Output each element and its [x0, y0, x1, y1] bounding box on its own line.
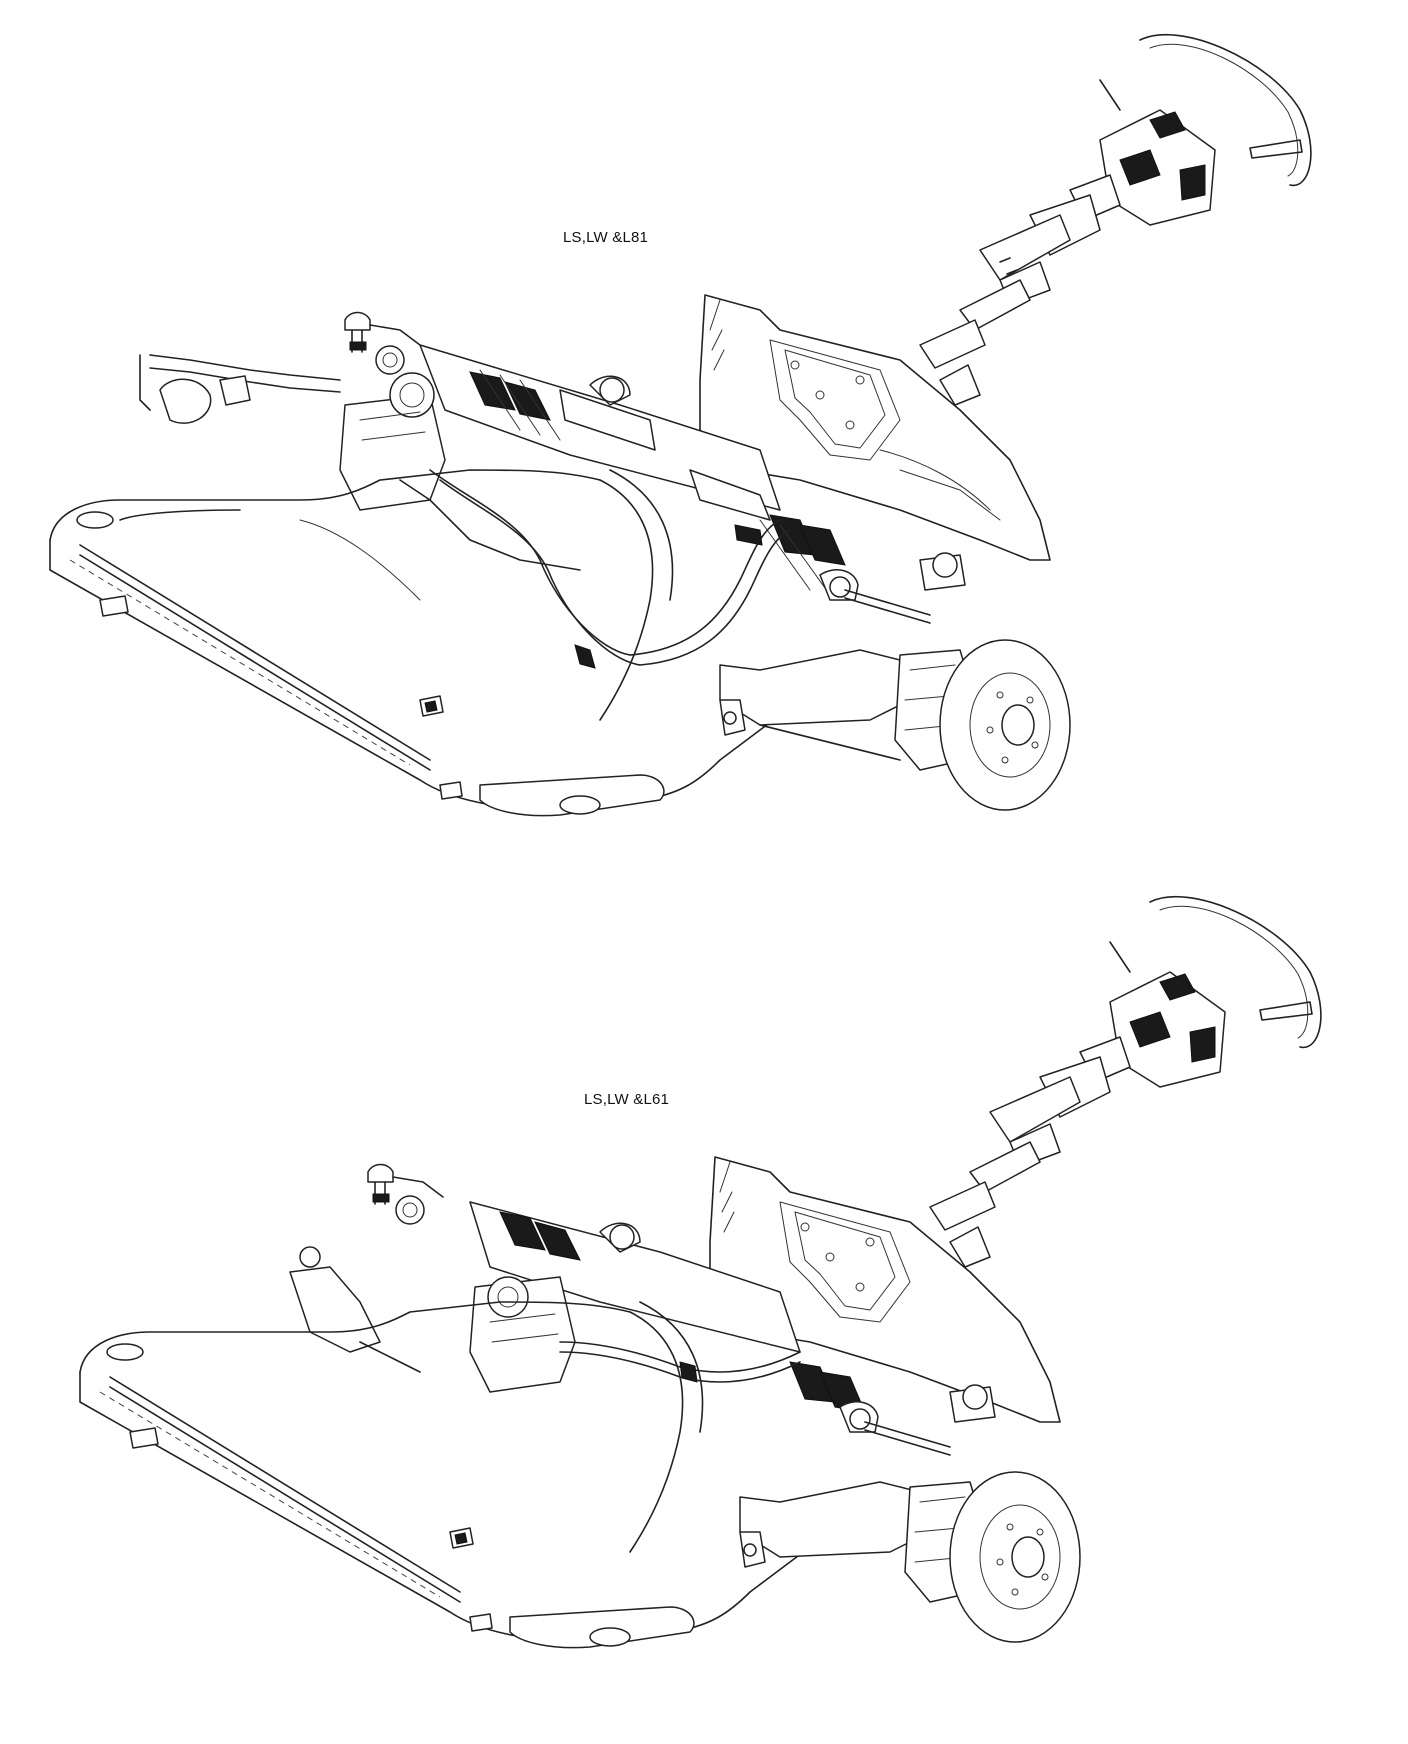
cooler-line	[139, 354, 341, 424]
power-steering-pump	[339, 372, 446, 511]
power-steering-pump	[469, 1276, 576, 1393]
brake-assembly	[894, 639, 1071, 811]
engine-cradle	[79, 1301, 831, 1649]
pressure-hoses	[399, 469, 791, 669]
steering-rack	[419, 344, 846, 596]
steering-assembly-drawing-l81	[49, 34, 1312, 817]
steering-column	[929, 941, 1226, 1268]
steering-wheel	[1149, 896, 1322, 1049]
lower-control-arm	[739, 1481, 931, 1568]
lower-control-arm	[719, 649, 911, 761]
right-tie-rod	[839, 1384, 996, 1456]
right-tie-rod	[819, 552, 966, 624]
steering-assembly-drawing-l61	[79, 896, 1322, 1649]
steering-assembly-diagram-l61: LS,LW &L61	[0, 872, 1408, 1744]
engine-cradle	[49, 469, 801, 817]
brake-assembly	[904, 1471, 1081, 1643]
left-tie-rod-end	[344, 311, 421, 375]
left-tie-rod-end	[367, 1163, 444, 1225]
steering-rack	[469, 1201, 866, 1413]
diagram-label-l61: LS,LW &L61	[584, 1091, 670, 1108]
firewall-panel	[699, 294, 1051, 561]
steering-wheel	[1139, 34, 1312, 187]
left-control-arm	[289, 1246, 421, 1373]
steering-column	[919, 79, 1216, 406]
diagram-label-l81: LS,LW &L81	[563, 229, 649, 246]
steering-assembly-diagram-l81: LS,LW &L81	[49, 34, 1312, 817]
